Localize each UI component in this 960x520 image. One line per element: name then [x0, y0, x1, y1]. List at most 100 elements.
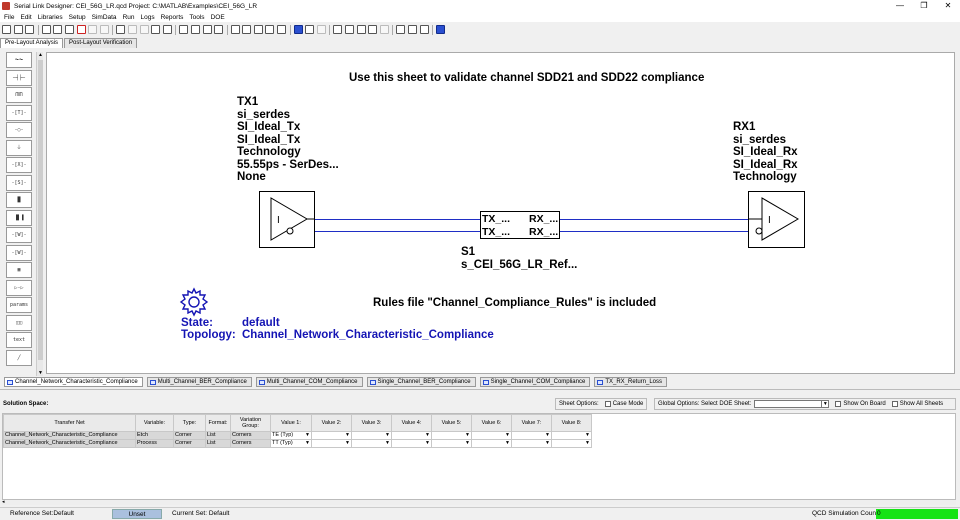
menu-setup[interactable]: Setup [68, 13, 86, 21]
pointer-icon[interactable] [116, 25, 126, 34]
tab-tx-rx-return-loss[interactable]: TX_RX_Return_Loss [594, 377, 668, 387]
new-icon[interactable] [2, 25, 11, 34]
zoom-icon[interactable] [190, 25, 200, 34]
inductor-icon[interactable]: ᗰᗰ [6, 87, 32, 103]
wire-n-rx[interactable] [560, 231, 748, 232]
unset-button[interactable]: Unset [112, 509, 162, 519]
link-icon[interactable] [242, 25, 252, 34]
value-8-cell[interactable]: ▼ [551, 439, 592, 448]
restore-button[interactable]: ❐ [920, 1, 928, 10]
process-icon[interactable]: ◫◫ [6, 314, 32, 331]
col-value-3[interactable]: Value 3: [351, 414, 392, 432]
value-2-cell[interactable]: ▼ [311, 439, 352, 448]
chevron-down-icon[interactable]: ▼ [465, 432, 470, 438]
wire-p-tx[interactable] [315, 219, 481, 220]
value-6-cell[interactable]: ▼ [471, 431, 512, 440]
value-8-cell[interactable]: ▼ [551, 431, 592, 440]
menu-tools[interactable]: Tools [189, 13, 205, 21]
paste-icon[interactable] [64, 25, 74, 34]
page-3-icon[interactable] [277, 25, 287, 34]
tab-multi-channel-com[interactable]: Multi_Channel_COM_Compliance [255, 377, 363, 387]
tx-buffer-icon[interactable]: ▐▌ [6, 192, 32, 208]
show-all-sheets-checkbox[interactable] [891, 401, 898, 407]
scroll-down-icon[interactable]: ▼ [38, 370, 43, 376]
tab-multi-channel-ber[interactable]: Multi_Channel_BER_Compliance [146, 377, 252, 387]
gear-icon[interactable] [179, 287, 209, 317]
disabled-2-icon[interactable] [379, 25, 389, 34]
tab-post-layout[interactable]: Post-Layout Verification [64, 38, 138, 48]
menu-logs[interactable]: Logs [140, 13, 155, 21]
page-icon[interactable] [253, 25, 263, 34]
value-1-cell[interactable]: TE (Typ)▼ [270, 431, 312, 440]
tx-buffer-block[interactable]: I [259, 191, 315, 248]
report-icon[interactable] [356, 25, 366, 34]
capacitor-icon[interactable]: ─┤├─ [6, 69, 32, 86]
tab-single-channel-com[interactable]: Single_Channel_COM_Compliance [479, 377, 591, 387]
col-variable[interactable]: Variable: [135, 414, 174, 432]
value-4-cell[interactable]: ▼ [391, 439, 432, 448]
menu-edit[interactable]: Edit [20, 13, 32, 21]
move-icon[interactable] [151, 25, 161, 34]
chevron-down-icon[interactable]: ▼ [425, 440, 430, 446]
wire-p-rx[interactable] [560, 219, 748, 220]
chevron-down-icon[interactable]: ▼ [385, 440, 390, 446]
tab-channel-network[interactable]: Channel_Network_Characteristic_Complianc… [4, 377, 143, 387]
col-variation-group[interactable]: Variation Group: [230, 414, 271, 432]
value-7-cell[interactable]: ▼ [511, 431, 552, 440]
s-block-icon[interactable]: -[S]- [6, 174, 32, 191]
minimize-button[interactable]: — [896, 1, 904, 10]
save-icon[interactable] [25, 25, 35, 34]
value-7-cell[interactable]: ▼ [511, 439, 552, 448]
check-icon[interactable] [396, 25, 406, 34]
scroll-left-icon[interactable]: ◂ [2, 499, 5, 505]
edit-icon[interactable] [419, 25, 429, 34]
close-button[interactable]: ✕ [944, 1, 952, 10]
table-row[interactable]: Channel_Network_Characteristic_Complianc… [3, 431, 592, 440]
col-value-8[interactable]: Value 8: [551, 414, 592, 432]
undo-icon[interactable] [88, 25, 98, 34]
menu-file[interactable]: File [4, 13, 15, 21]
line-icon[interactable]: ╱ [6, 349, 32, 366]
zoom-in-icon[interactable] [202, 25, 212, 34]
col-value-5[interactable]: Value 5: [431, 414, 472, 432]
open-icon[interactable] [13, 25, 23, 34]
w-element-2-icon[interactable]: -[W]- [6, 244, 32, 261]
chevron-down-icon[interactable]: ▼ [545, 432, 550, 438]
value-2-cell[interactable]: ▼ [311, 431, 352, 440]
chevron-down-icon[interactable]: ▼ [305, 432, 310, 438]
value-6-cell[interactable]: ▼ [471, 439, 512, 448]
disabled-icon[interactable] [316, 25, 326, 34]
s-parameter-icon[interactable]: -[X]- [6, 157, 32, 173]
cut-icon[interactable] [41, 25, 51, 34]
text-button[interactable]: text [6, 332, 32, 348]
col-value-7[interactable]: Value 7: [511, 414, 552, 432]
chevron-down-icon[interactable]: ▼ [505, 432, 510, 438]
rx-buffer-icon[interactable]: ▐▌▐ [6, 209, 32, 226]
schematic-canvas[interactable]: Use this sheet to validate channel SDD21… [46, 52, 955, 374]
ground-icon[interactable]: ⏚ [6, 139, 32, 156]
copy-icon[interactable] [53, 25, 63, 34]
value-3-cell[interactable]: ▼ [351, 439, 392, 448]
chevron-down-icon[interactable]: ▼ [305, 440, 310, 446]
table-scrollbar[interactable]: ◂ [2, 500, 956, 505]
menu-doe[interactable]: DOE [210, 13, 225, 21]
probe-icon[interactable]: ▷-▷ [6, 279, 32, 296]
zoom-out-icon[interactable] [214, 25, 224, 34]
page-2-icon[interactable] [265, 25, 275, 34]
tab-single-channel-ber[interactable]: Single_Channel_BER_Compliance [366, 377, 476, 387]
chevron-down-icon[interactable]: ▼ [505, 440, 510, 446]
col-type[interactable]: Type: [173, 414, 206, 432]
w-element-icon[interactable]: -[W]- [6, 227, 32, 243]
value-5-cell[interactable]: ▼ [431, 439, 472, 448]
resistor-icon[interactable]: ⏦⏦ [6, 52, 32, 68]
col-format[interactable]: Format: [205, 414, 231, 432]
waveform-icon[interactable] [333, 25, 343, 34]
export-icon[interactable] [368, 25, 378, 34]
menu-reports[interactable]: Reports [160, 13, 184, 21]
via-icon[interactable]: -◯- [6, 122, 32, 138]
wire-icon[interactable] [127, 25, 137, 34]
scroll-thumb[interactable] [38, 60, 43, 360]
redo-icon[interactable] [99, 25, 109, 34]
wire-n-tx[interactable] [315, 231, 481, 232]
col-value-4[interactable]: Value 4: [391, 414, 432, 432]
